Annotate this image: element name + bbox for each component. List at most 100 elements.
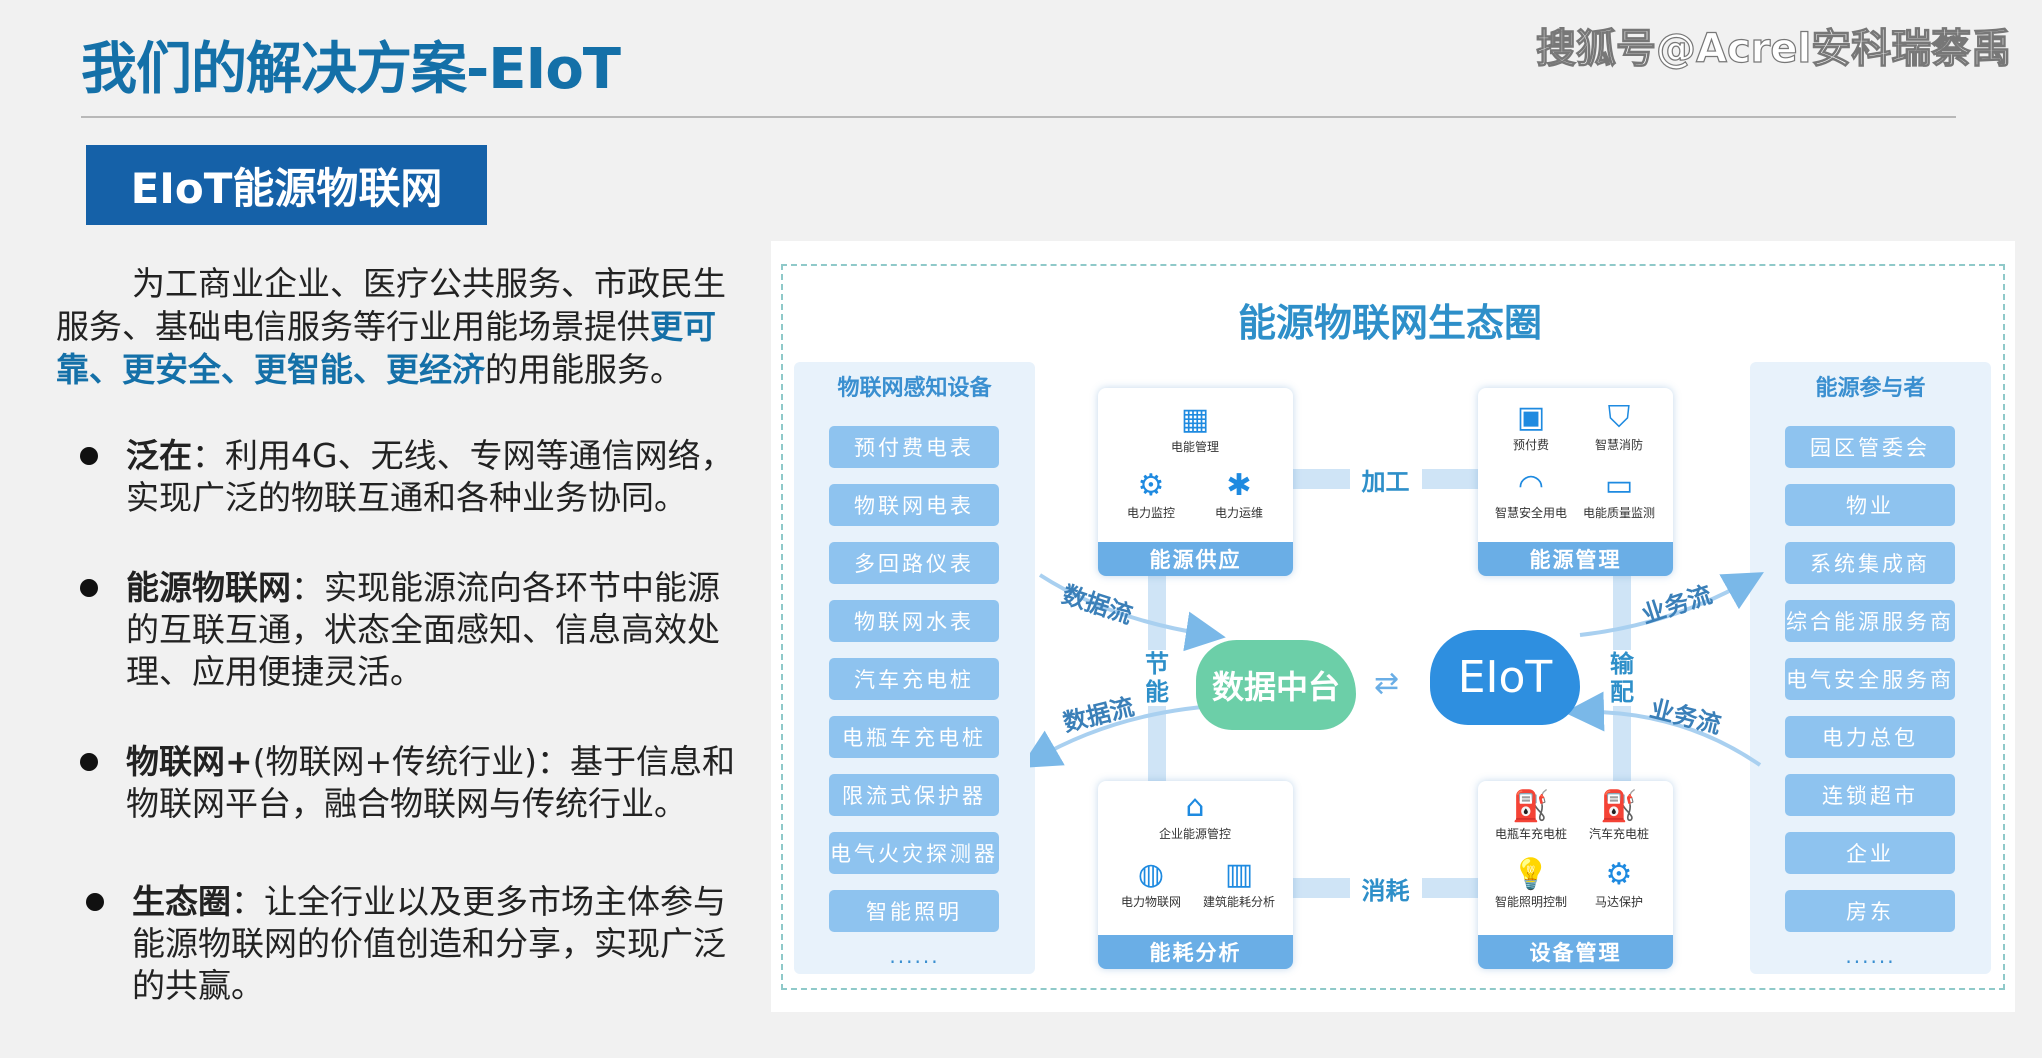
box-energy-management: ▣预付费 ⛉智慧消防 ◠智慧安全用电 ▭电能质量监测 能源管理 [1478, 388, 1673, 576]
arrow-data-in [1038, 573, 1226, 652]
card-icon: ▣ [1516, 400, 1546, 435]
box-equipment-management: ⛽ 电瓶车充电桩 ⛽ 汽车充电桩 💡 智能照明控制 ⚙ 马达保护 设备管理 [1478, 781, 1673, 969]
monitor-chart-icon: ▭ [1604, 468, 1634, 503]
box-label: 能耗分析 [1098, 935, 1293, 969]
box-label: 能源管理 [1478, 542, 1673, 576]
bullet-text: ：让全行业以及更多市场主体参与能源物联网的价值创造和分享，实现广泛的共赢。 [132, 882, 726, 1005]
box-label: 能源供应 [1098, 542, 1293, 576]
bullet-term: 泛在 [126, 436, 192, 475]
watermark: 搜狐号@Acrel安科瑞蔡禹 [1535, 25, 2012, 72]
shield-icon: ⛉ [1607, 400, 1631, 435]
cloud-data-platform: 数据中台 [1196, 640, 1356, 730]
enterprise-energy-item: ⌂ 企业能源管控 [1150, 789, 1240, 842]
title-divider [81, 116, 1956, 118]
power-management-item: ▦ 电能管理 [1150, 402, 1240, 455]
gear-icon: ⚙ [1605, 857, 1633, 892]
exchange-arrows-icon: ⇄ [1374, 666, 1400, 701]
power-iot-item: ◍ 电力物联网 [1106, 857, 1196, 910]
item-label: 电能管理 [1170, 440, 1219, 454]
power-maintenance-item: ✱ 电力运维 [1194, 468, 1284, 521]
right-column-item: 物业 [1785, 484, 1955, 526]
left-column-item: 电瓶车充电桩 [829, 716, 999, 758]
page-title: 我们的解决方案-EIoT [81, 37, 621, 102]
prepaid-item: ▣预付费 [1486, 400, 1576, 453]
bullet-term: 物联网+ [126, 742, 253, 781]
lightbulb-icon: 💡 [1512, 857, 1550, 892]
flow-process-label: 加工 [1349, 461, 1422, 497]
bullet-item: 能源物联网：实现能源流向各环节中能源的互联互通，状态全面感知、信息高效处理、应用… [80, 567, 720, 693]
flow-distribute-label: 输配 [1609, 650, 1635, 706]
right-column-item: 电力总包 [1785, 716, 1955, 758]
item-label: 马达保护 [1594, 895, 1643, 909]
right-column-item: 园区管委会 [1785, 426, 1955, 468]
left-column-item: 限流式保护器 [829, 774, 999, 816]
bullet-text: (物联网+传统行业)：基于信息和物联网平台，融合物联网与传统行业。 [126, 742, 736, 823]
bullet-term: 能源物联网 [126, 568, 291, 607]
right-column: 能源参与者 园区管委会物业系统集成商综合能源服务商电气安全服务商电力总包连锁超市… [1750, 362, 1991, 974]
left-column-item: 智能照明 [829, 890, 999, 932]
box-energy-supply: ▦ 电能管理 ⚙ 电力监控 ✱ 电力运维 能源供应 [1098, 388, 1293, 576]
building-icon: ▥ [1224, 857, 1254, 892]
power-quality-item: ▭ 电能质量监测 [1574, 468, 1664, 521]
smart-lighting-item: 💡 智能照明控制 [1486, 857, 1576, 910]
arrow-biz-out [1579, 572, 1764, 637]
box-label: 设备管理 [1478, 935, 1673, 969]
item-label: 智慧消防 [1594, 438, 1643, 452]
power-monitor-item: ⚙ 电力监控 [1106, 468, 1196, 521]
item-label: 企业能源管控 [1158, 827, 1231, 841]
item-label: 汽车充电桩 [1588, 827, 1649, 841]
right-column-more: ...... [1845, 944, 1896, 968]
left-column-item: 物联网电表 [829, 484, 999, 526]
globe-icon: ◍ [1137, 857, 1165, 892]
item-label: 电能质量监测 [1582, 506, 1655, 520]
left-column-more: ...... [889, 944, 940, 968]
item-label: 电力物联网 [1120, 895, 1181, 909]
intro-text: 为工商业企业、医疗公共服务、市政民生服务、基础电信服务等行业用能场景提供 [56, 264, 726, 346]
right-column-item: 系统集成商 [1785, 542, 1955, 584]
section-tag: EIoT能源物联网 [86, 145, 487, 225]
flow-consume-label: 消耗 [1349, 870, 1422, 906]
diagram-title: 能源物联网生态圈 [1237, 301, 1542, 345]
ebike-charger-item: ⛽ 电瓶车充电桩 [1486, 789, 1576, 842]
bullet-dot [80, 579, 98, 597]
item-label: 电力运维 [1214, 506, 1263, 520]
intro-highlight: 更可靠、更安全、更智能、更经济 [56, 307, 716, 389]
cloud-eiot-label: EIoT [1457, 652, 1553, 703]
left-column-item: 电气火灾探测器 [829, 832, 999, 874]
motor-protection-item: ⚙ 马达保护 [1574, 857, 1664, 910]
fuel-pump-icon: ⛽ [1600, 789, 1638, 824]
arrow-biz-in [1564, 691, 1762, 767]
flow-save-label: 节能 [1144, 650, 1170, 706]
bullet-dot [80, 753, 98, 771]
bullet-dot [86, 893, 104, 911]
item-label: 电力监控 [1126, 506, 1175, 520]
snowflake-icon: ✱ [1226, 468, 1252, 503]
cloud-data-platform-label: 数据中台 [1211, 668, 1340, 706]
right-column-item: 房东 [1785, 890, 1955, 932]
gauge-icon: ◠ [1517, 468, 1545, 503]
bullet-term: 生态圈 [132, 882, 231, 921]
left-column-item: 预付费电表 [829, 426, 999, 468]
charger-icon: ⛽ [1512, 789, 1550, 824]
building-icon: ▦ [1180, 402, 1210, 437]
flow-consume: 消耗 [1293, 870, 1478, 906]
bullet-item: 泛在：利用4G、无线、专网等通信网络，实现广泛的物联互通和各种业务协同。 [80, 435, 760, 519]
bullet-item: 物联网+(物联网+传统行业)：基于信息和物联网平台，融合物联网与传统行业。 [80, 741, 740, 825]
house-chart-icon: ⌂ [1185, 789, 1205, 824]
gear-worker-icon: ⚙ [1137, 468, 1165, 503]
left-column-item: 汽车充电桩 [829, 658, 999, 700]
intro-text-end: 的用能服务。 [485, 350, 683, 389]
right-column-item: 连锁超市 [1785, 774, 1955, 816]
cloud-eiot: EIoT [1430, 630, 1580, 725]
item-label: 智能照明控制 [1494, 895, 1567, 909]
box-consumption-analysis: ⌂ 企业能源管控 ◍ 电力物联网 ▥ 建筑能耗分析 能耗分析 [1098, 781, 1293, 969]
item-label: 电瓶车充电桩 [1494, 827, 1567, 841]
left-column: 物联网感知设备 预付费电表物联网电表多回路仪表物联网水表汽车充电桩电瓶车充电桩限… [794, 362, 1035, 974]
bullet-dot [80, 447, 98, 465]
item-label: 建筑能耗分析 [1202, 895, 1275, 909]
building-energy-item: ▥ 建筑能耗分析 [1194, 857, 1284, 910]
right-column-title: 能源参与者 [1815, 376, 1926, 401]
right-column-item: 企业 [1785, 832, 1955, 874]
right-column-item: 电气安全服务商 [1785, 658, 1955, 700]
left-column-item: 多回路仪表 [829, 542, 999, 584]
